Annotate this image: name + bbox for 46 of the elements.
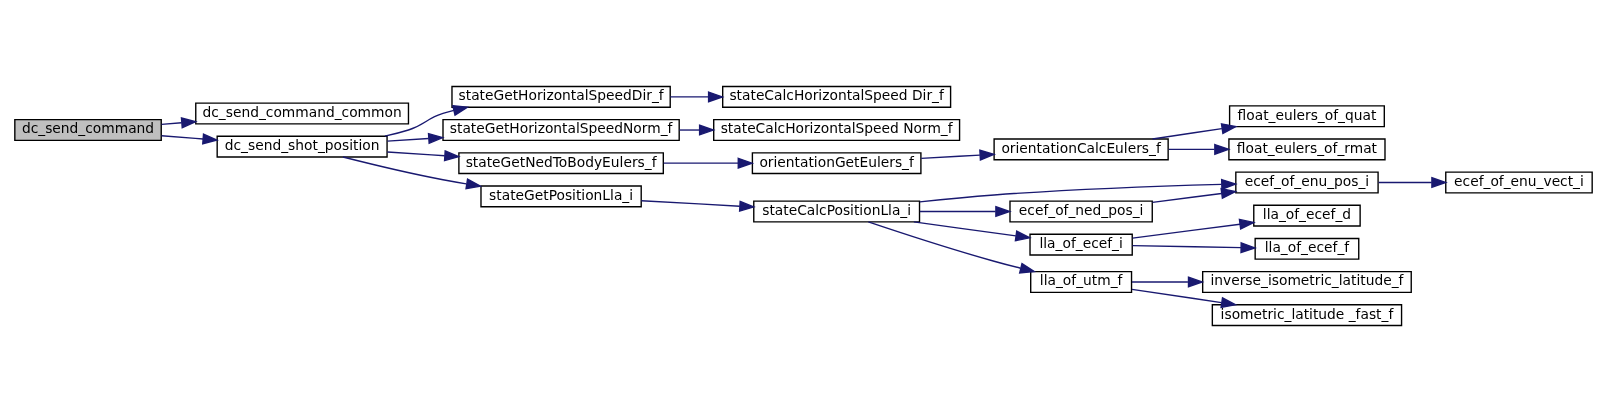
node-box: stateGetHorizontalSpeedDir_f (451, 85, 671, 108)
node-box: stateCalcHorizontalSpeed Dir_f (722, 85, 952, 108)
node-box: lla_of_utm_f (1030, 270, 1133, 293)
arrow (384, 104, 470, 137)
arrow (920, 149, 997, 161)
arrow (867, 221, 1037, 274)
arrow (919, 178, 1238, 203)
node-box: float_eulers_of_rmat (1228, 138, 1386, 161)
arrow (386, 132, 445, 145)
node-box: lla_of_ecef_f (1254, 237, 1360, 260)
arrow (678, 124, 716, 136)
node-box: stateGetPositionLla_i (480, 185, 642, 208)
node-box: orientationGetEulers_f (751, 152, 922, 175)
node-box: stateCalcPositionLla_i (753, 200, 921, 223)
arrow (1151, 122, 1238, 140)
node-box: stateCalcHorizontalSpeed Norm_f (713, 119, 961, 142)
node-box: dc_send_command (14, 119, 162, 142)
node-box: dc_send_shot_position (216, 135, 388, 158)
arrow (1377, 176, 1448, 189)
arrow (1131, 218, 1256, 239)
arrow (1131, 288, 1238, 309)
arrow (1168, 143, 1231, 156)
node-box: stateGetNedToBodyEulers_f (458, 152, 664, 175)
node-box: ecef_of_ned_pos_i (1009, 200, 1153, 223)
arrow (342, 156, 483, 190)
arrow (160, 133, 219, 145)
arrow (160, 117, 198, 129)
node-box: float_eulers_of_quat (1228, 105, 1385, 128)
arrow (1131, 241, 1257, 254)
node-box: ecef_of_enu_pos_i (1235, 171, 1379, 194)
node-box: isometric_latitude _fast_f (1211, 304, 1403, 327)
node-box: dc_send_command_common (195, 102, 410, 125)
arrow (919, 205, 1012, 218)
node-box: lla_of_ecef_i (1029, 233, 1133, 256)
node-box: stateGetHorizontalSpeedNorm_f (442, 119, 680, 142)
arrow (669, 91, 725, 103)
arrow (386, 149, 461, 162)
node-box: ecef_of_enu_vect_i (1445, 171, 1593, 194)
arrow (662, 157, 755, 169)
node-box: lla_of_ecef_d (1253, 204, 1361, 227)
node-box: inverse_isometric_latitude_f (1202, 270, 1412, 293)
arrow (640, 200, 756, 212)
arrow (1151, 187, 1238, 204)
node-box: orientationCalcEulers_f (993, 138, 1169, 161)
arrow (913, 221, 1032, 242)
arrow (1131, 276, 1205, 288)
